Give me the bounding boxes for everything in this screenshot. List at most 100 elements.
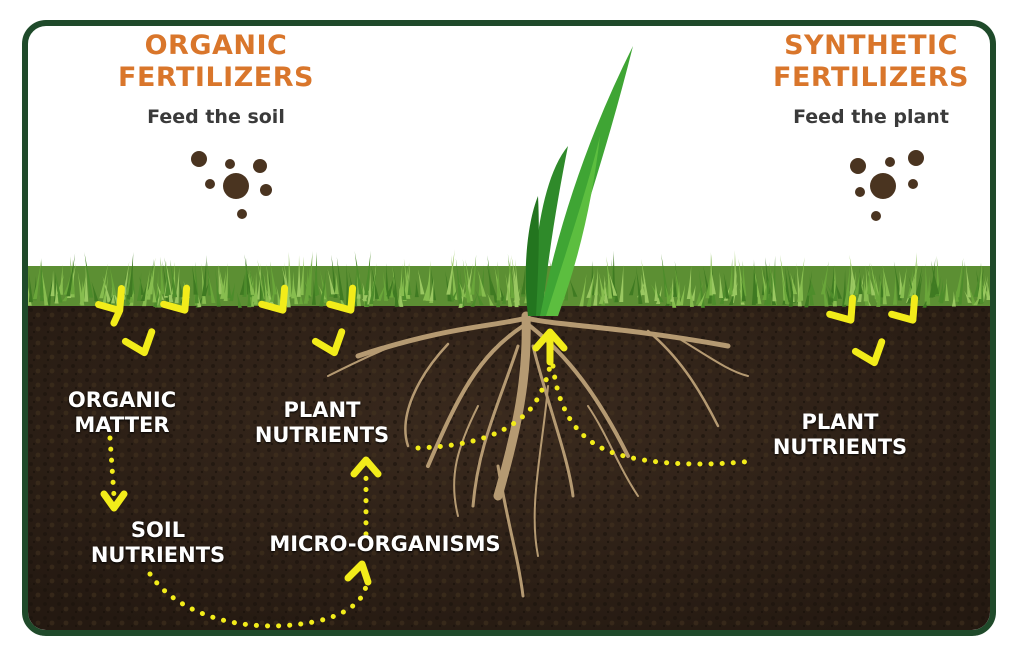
grass-blade [269, 285, 276, 302]
grass-blade [797, 257, 805, 302]
organic-matter-label: ORGANIC MATTER [52, 388, 192, 438]
grass-blade [148, 257, 156, 295]
grass-blade [400, 276, 405, 296]
grass-blade [407, 276, 412, 295]
grass-blade [201, 255, 207, 297]
arrow-organic-3 [121, 328, 156, 357]
grass-blade [954, 289, 959, 302]
grass-blade [899, 281, 904, 299]
grass-blade [66, 253, 76, 297]
grass-blade [741, 279, 746, 302]
grass-blade [973, 291, 982, 306]
grass-blade [690, 284, 696, 301]
arrow-synth-3 [851, 338, 886, 367]
grass-blade [723, 272, 730, 299]
grass-blade [913, 265, 923, 302]
flow-root-to-plant-right [550, 363, 756, 467]
plant-roots [327, 311, 749, 598]
synthetic-pellets-icon [850, 150, 924, 221]
grass-blade [464, 263, 473, 296]
grass-blade [939, 280, 947, 304]
grass-blade [327, 268, 336, 295]
grass-blade [879, 273, 885, 298]
grass-blade [244, 254, 252, 295]
soil-nutrients-line2: NUTRIENTS [90, 543, 226, 567]
grass-blade [123, 292, 131, 305]
grass-blade [829, 264, 835, 303]
grass-blade [806, 281, 812, 296]
grass-blade [842, 269, 847, 307]
grass-blade [153, 288, 160, 308]
arrow-organic-2 [160, 284, 191, 314]
grass-blade [654, 280, 659, 302]
grass-blade [207, 272, 216, 304]
grass-blade [870, 262, 879, 300]
plant-nutrients-right-label: PLANT NUTRIENTS [760, 410, 920, 460]
grass-blade [156, 282, 165, 300]
grass-blade [257, 259, 265, 299]
plant-nutrients-left-line1: PLANT [283, 398, 361, 422]
grass-blade [62, 288, 71, 302]
grass-blade [790, 272, 798, 295]
grass-blade [951, 290, 956, 307]
grass-band [28, 249, 990, 308]
grass-blade [455, 258, 463, 304]
grass-blade [608, 272, 618, 296]
grass-blade [593, 267, 599, 306]
plant-sprout [525, 46, 633, 316]
grass-blade [362, 287, 371, 301]
grass-blade [287, 251, 292, 297]
grass-blade [354, 250, 363, 295]
grass-blade [253, 271, 258, 305]
grass-blade [121, 261, 130, 300]
grass-blade [169, 259, 178, 298]
soil-nutrients-label: SOIL NUTRIENTS [78, 518, 238, 568]
grass-blade [763, 265, 771, 306]
grass-blade [876, 271, 882, 307]
grass-blade [311, 279, 316, 305]
grass-blade [507, 253, 515, 299]
grass-blade [929, 258, 936, 298]
grass-blade [871, 272, 880, 301]
grass-blade [54, 282, 59, 304]
grass-blade [464, 286, 469, 299]
grass-blade [892, 273, 897, 305]
grass-blade [284, 261, 291, 308]
plant-nutrients-right-line2: NUTRIENTS [772, 435, 908, 459]
grass-blade [299, 292, 304, 305]
grass-blade [780, 254, 788, 301]
grass-blade [753, 266, 758, 304]
grass-blade [336, 256, 344, 301]
grass-blade [619, 264, 624, 303]
grass-blade [291, 271, 296, 299]
grass-blade [661, 253, 669, 297]
grass-blade [697, 290, 706, 307]
grass-blade [462, 259, 471, 303]
grass-blade [470, 254, 477, 295]
grass-blade [417, 269, 425, 295]
arrow-synth-2 [888, 294, 919, 324]
grass-blade [762, 279, 768, 300]
grass-blade [376, 283, 386, 301]
grass-blade [386, 275, 395, 297]
arrow-plant-left-3 [311, 328, 346, 357]
grass-blade [906, 287, 912, 304]
plant-nutrients-right-line1: PLANT [801, 410, 879, 434]
synthetic-subtitle: Feed the plant [793, 106, 949, 128]
grass-blade [165, 260, 174, 303]
grass-blade [146, 267, 153, 300]
grass-blade [579, 273, 587, 307]
grass-blade [641, 258, 649, 303]
grass-blade [973, 270, 981, 297]
organic-title-line1: ORGANIC [144, 30, 288, 61]
arrows [95, 284, 919, 586]
grass-blade [505, 257, 511, 301]
grass-blade [655, 285, 663, 304]
grass-blade [319, 268, 327, 307]
arrow-plant-left-2 [326, 284, 357, 314]
plant-nutrients-left-line2: NUTRIENTS [254, 423, 390, 447]
grass-blade [247, 272, 255, 295]
grass-blade [926, 275, 931, 305]
grass-blade [728, 289, 735, 305]
grass-blade [501, 290, 506, 304]
